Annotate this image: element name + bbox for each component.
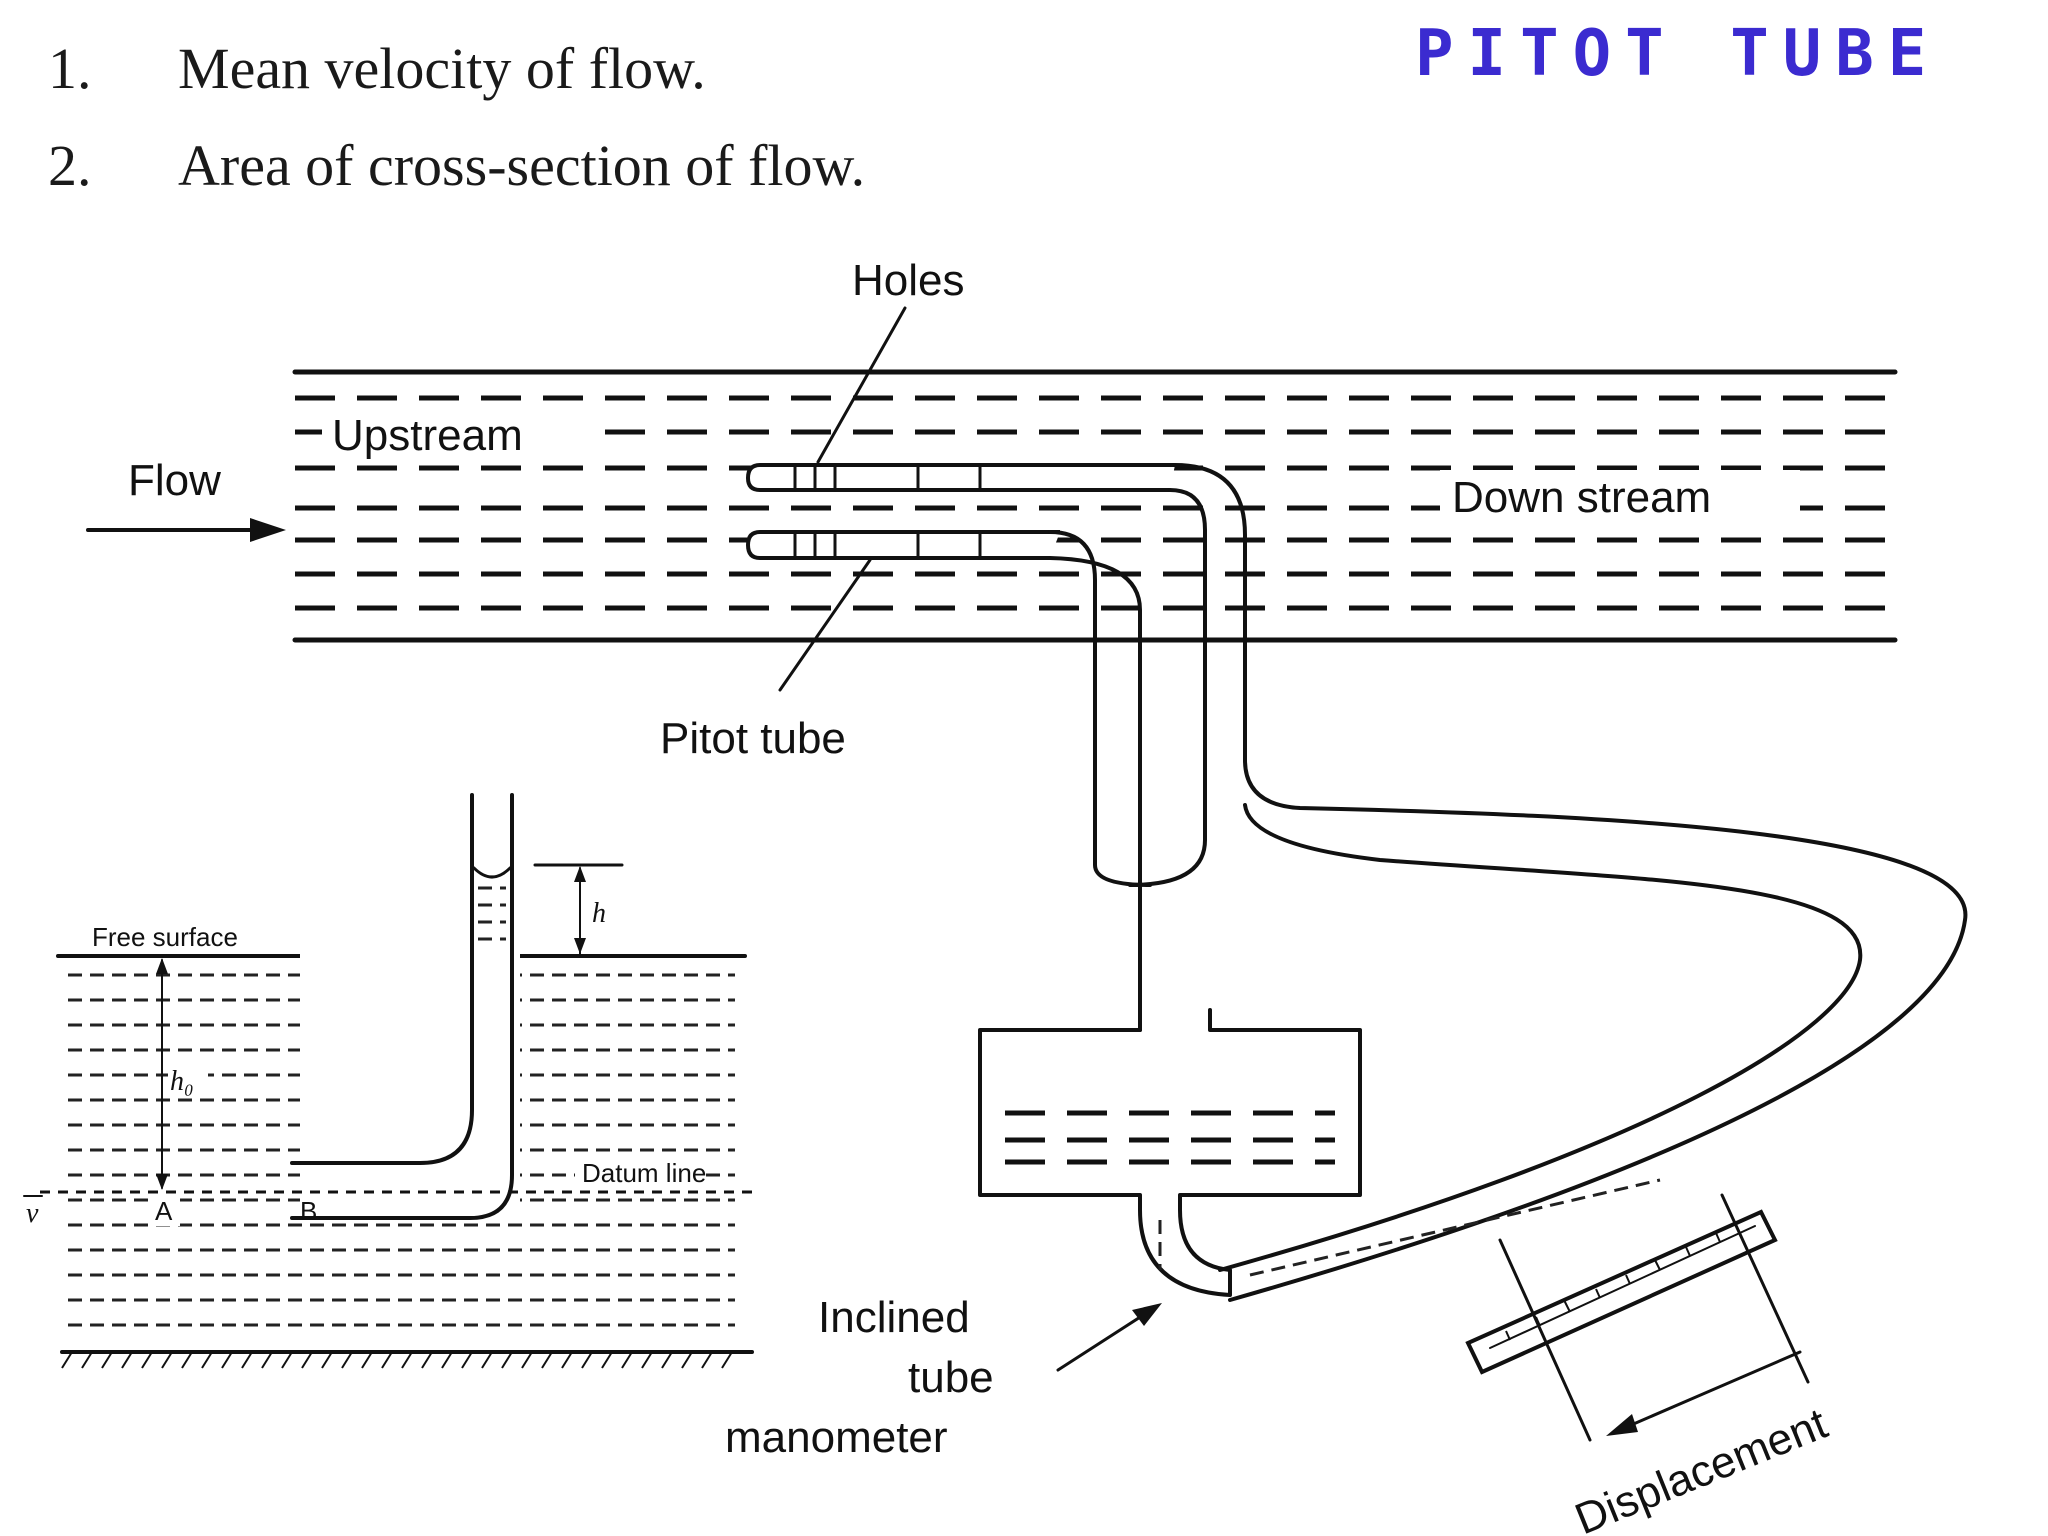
datum-line-label: Datum line <box>582 1158 706 1188</box>
upstream-label: Upstream <box>332 411 523 460</box>
h0-dimension <box>156 958 168 1190</box>
inclined-tube-fluid <box>1158 1178 1661 1277</box>
holes-leader <box>816 306 907 464</box>
manometer-reservoir <box>978 1008 1362 1297</box>
list-item-text-1: Mean velocity of flow. <box>178 36 706 101</box>
list-item-number-1: 1. <box>48 36 92 101</box>
holes-label: Holes <box>852 256 965 305</box>
h0-label: h₀ <box>170 1066 194 1097</box>
flow-label: Flow <box>128 456 221 505</box>
downstream-label: Down stream <box>1452 473 1711 522</box>
pitot-tube-leader <box>778 558 872 692</box>
page-title: PITOT TUBE <box>1415 17 1940 91</box>
pitot-tube-lower <box>745 530 1060 560</box>
manometer-label-line-3: manometer <box>725 1413 948 1462</box>
displacement-label: Displacement <box>1568 1399 1834 1536</box>
numbered-list: 1. Mean velocity of flow. 2. Area of cro… <box>48 36 865 198</box>
pitot-tubing <box>1048 463 1968 1302</box>
h-label: h <box>592 898 606 929</box>
point-b-label: B <box>300 1196 317 1226</box>
list-item-text-2: Area of cross-section of flow. <box>178 133 865 198</box>
manometer-label-line-2: tube <box>908 1353 994 1402</box>
list-item-number-2: 2. <box>48 133 92 198</box>
displacement-dimension <box>1498 1193 1810 1442</box>
free-surface-label: Free surface <box>92 922 238 952</box>
point-a-label: A <box>155 1196 173 1226</box>
flow-arrow <box>86 518 286 542</box>
manometer-leader-arrow <box>1056 1303 1162 1372</box>
pitot-tube-label: Pitot tube <box>660 714 846 763</box>
h-dimension <box>533 863 624 955</box>
pitot-tube-upper <box>745 463 1175 492</box>
main-diagram: Upstream Down stream Flow Holes Pitot tu… <box>86 250 1968 1536</box>
manometer-label-line-1: Inclined <box>818 1293 970 1342</box>
bed-hatch <box>61 1351 733 1369</box>
inset-diagram: Free surface <box>23 790 760 1369</box>
velocity-label: v <box>26 1198 39 1229</box>
manometer-scale <box>1465 1209 1778 1375</box>
inset-pitot-tube <box>290 793 514 1220</box>
